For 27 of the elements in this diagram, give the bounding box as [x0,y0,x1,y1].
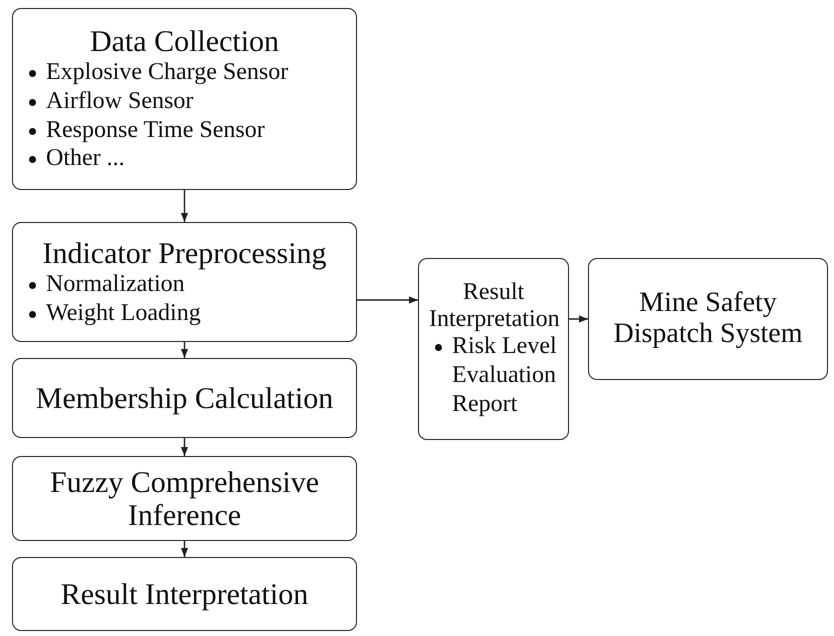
process-box [12,557,357,631]
process-box [12,358,357,438]
arrow [180,190,188,222]
box-title: Result Interpretation [60,578,310,610]
process-box [12,222,357,342]
bullet-item: Other ... [46,144,125,174]
arrow [180,342,188,358]
box-title: Mine Safety Dispatch System [612,288,804,350]
arrow [569,315,588,323]
box-title: Membership Calculation [34,382,334,414]
process-box [588,258,828,380]
box-title: Fuzzy Comprehensive Inference [48,466,320,532]
bullet-item: Response Time Sensor [46,116,265,144]
box-title: Data Collection [88,24,280,58]
arrow [180,541,188,557]
process-box [12,456,357,541]
arrow [180,438,188,456]
bullet-item: Explosive Charge Sensor [46,58,288,87]
arrow [357,296,418,304]
bullet-item: Normalization [46,270,185,298]
bullet-item: Airflow Sensor [46,86,194,116]
bullet-item: Risk Level Evaluation Report [452,332,558,419]
bullet-item: Weight Loading [46,298,201,328]
process-box [12,8,357,190]
box-title: Indicator Preprocessing [41,236,328,270]
process-box [418,258,569,440]
box-title: Result Interpretation [429,279,558,332]
